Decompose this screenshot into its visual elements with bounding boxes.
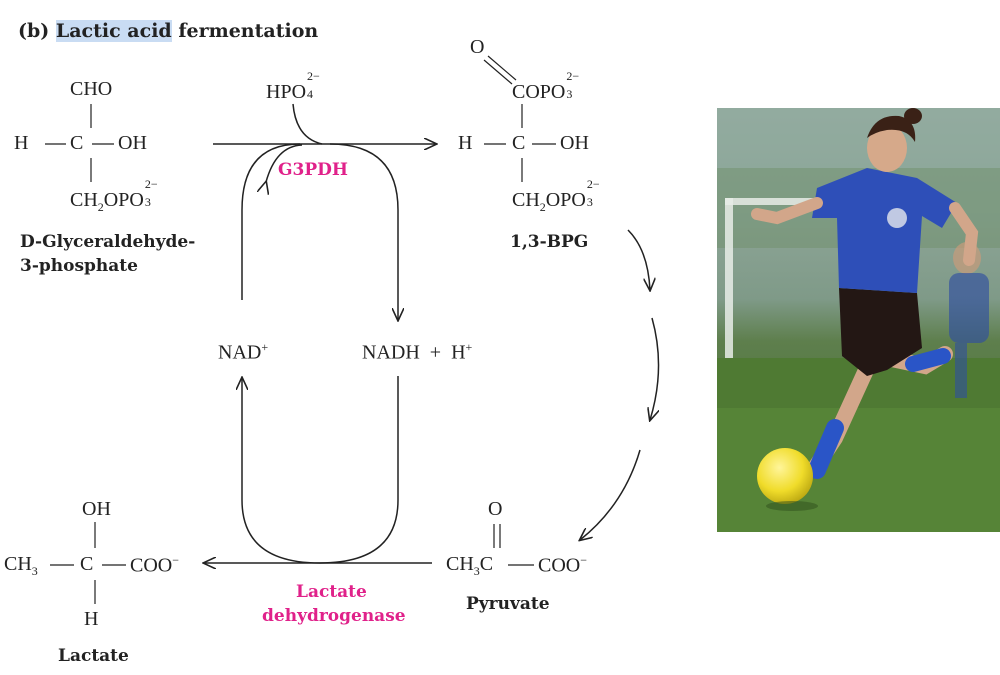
arrow-to-pyruvate (580, 449, 641, 540)
lactate-c: C (80, 553, 94, 575)
figure-title: (b) Lactic acid fermentation (18, 20, 318, 42)
enzyme-ldh-line2: dehydrogenase (262, 606, 406, 626)
title-prefix: (b) (18, 20, 50, 42)
title-rest: fermentation (178, 20, 319, 42)
loop-ldh (242, 376, 399, 564)
bond-bpg-co-1 (483, 59, 513, 85)
loop-nadh-right (329, 143, 398, 320)
gap-h: H (14, 132, 29, 154)
lactate-coo: COO− (130, 553, 180, 577)
bpg-h: H (458, 132, 473, 154)
loop-nad-left (241, 143, 301, 300)
enzyme-g3pdh: G3PDH (278, 160, 348, 180)
enzyme-ldh-line1: Lactate (296, 582, 367, 602)
bpg-oh: OH (560, 132, 589, 154)
bpg-name: 1,3-BPG (510, 232, 589, 252)
arrow-hpo4-in (292, 103, 323, 145)
loop-arrowhead (266, 144, 303, 182)
pyruvate-o: O (488, 498, 503, 520)
pyruvate-ch3c: CH3C (446, 553, 494, 578)
bond-bpg-co-2 (487, 55, 517, 81)
gap-c: C (70, 132, 84, 154)
gap-name-line1: D-Glyceraldehyde- (20, 232, 196, 252)
lactate-ch3: CH3 (4, 553, 38, 578)
bpg-c: C (512, 132, 526, 154)
bpg-o: O (470, 36, 485, 58)
title-highlight: Lactic acid (55, 20, 172, 42)
arrow-bpg-2 (650, 317, 660, 420)
gap-cho: CHO (70, 78, 113, 100)
nad-plus: NAD+ (218, 340, 269, 364)
lactate-name: Lactate (58, 646, 129, 666)
gap-oh: OH (118, 132, 147, 154)
pyruvate-coo: COO− (538, 553, 588, 577)
soccer-player-photo (717, 108, 1000, 532)
nadh-h-plus: NADH + H+ (362, 340, 473, 364)
pyruvate-name: Pyruvate (466, 594, 550, 614)
gap-name-line2: 3-phosphate (20, 256, 138, 276)
arrow-bpg-1 (627, 229, 650, 290)
lactate-oh: OH (82, 498, 111, 520)
lactate-h: H (84, 608, 99, 630)
